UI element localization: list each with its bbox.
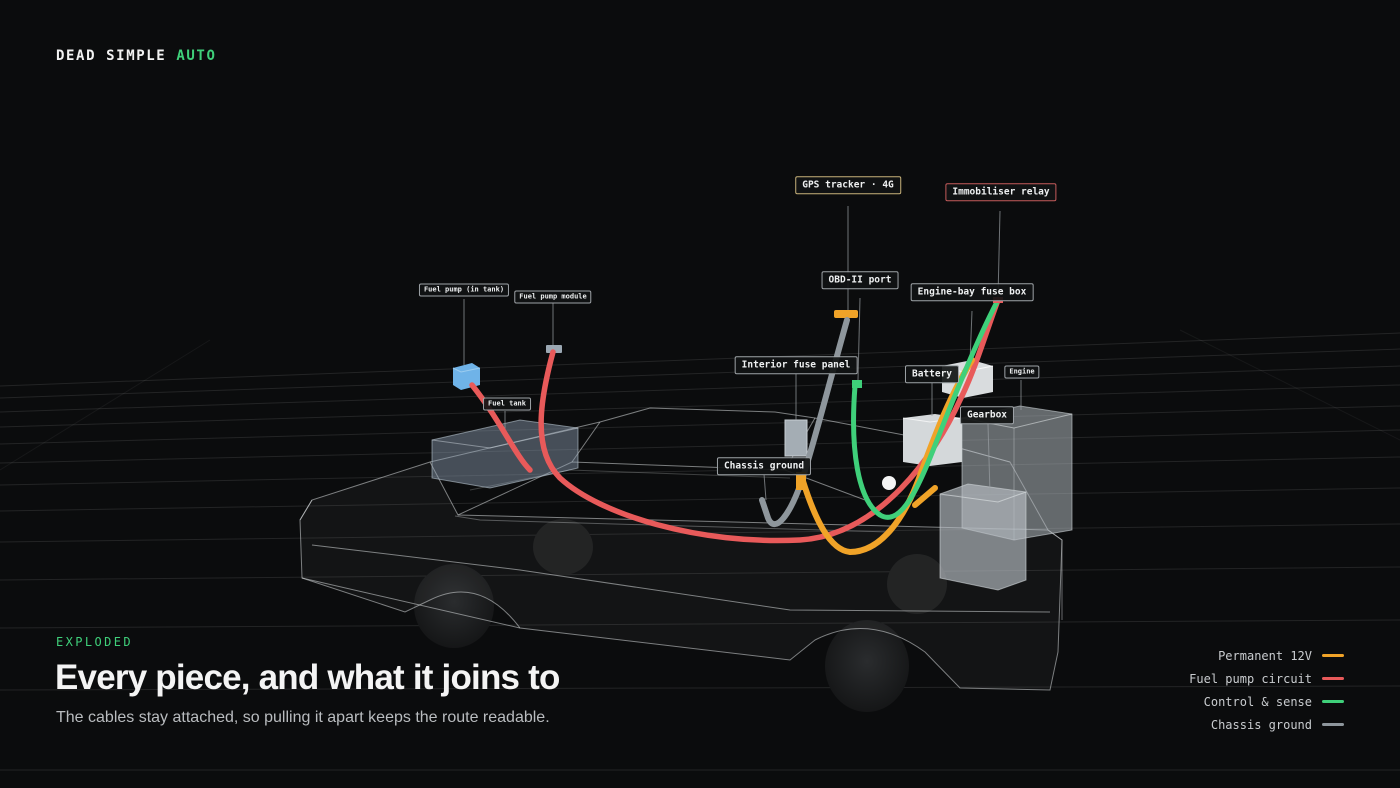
callout-fuel-pump-module[interactable]: Fuel pump module [514,290,592,304]
page-title: Every piece, and what it joins to [55,658,560,697]
callout-gps-tracker[interactable]: GPS tracker · 4G [795,176,901,194]
brand-name: DEAD SIMPLE [56,48,167,64]
legend-item-chassis-ground: Chassis ground [1211,716,1344,733]
legend-item-fuel-pump-circuit: Fuel pump circuit [1189,670,1344,687]
callout-immobiliser-relay[interactable]: Immobiliser relay [945,183,1057,201]
callout-interior-fuse-panel[interactable]: Interior fuse panel [734,356,858,374]
callout-fuel-tank[interactable]: Fuel tank [483,397,531,411]
ground-junction [882,476,896,490]
permanent-12v-cable [799,357,975,556]
legend-item-control-sense: Control & sense [1204,693,1344,710]
fuel-pump-cable-from-pump [469,382,533,473]
legend-label: Fuel pump circuit [1189,671,1312,686]
section-eyebrow: EXPLODED [56,635,133,649]
legend-swatch [1322,700,1344,703]
floor-grid [0,329,1400,771]
callout-battery[interactable]: Battery [904,365,960,383]
permanent-12v-stub [912,485,938,508]
callout-fuel-pump-in-tank[interactable]: Fuel pump (in tank) [418,283,510,297]
cable-legend: Permanent 12V Fuel pump circuit Control … [1189,647,1344,733]
brand-logo[interactable]: DEAD SIMPLE AUTO [56,48,216,64]
legend-label: Chassis ground [1210,717,1312,732]
fuel-pump-cable-from-module [538,297,1001,544]
callout-engine-bay-fuse-box[interactable]: Engine-bay fuse box [910,283,1034,301]
legend-item-permanent-12v: Permanent 12V [1218,647,1344,664]
legend-swatch [1322,677,1344,680]
page-subtitle: The cables stay attached, so pulling it … [56,709,550,726]
callout-obd-port[interactable]: OBD-II port [821,271,899,289]
control-sense-cable [851,297,1001,520]
legend-swatch [1322,654,1344,657]
legend-label: Permanent 12V [1218,648,1312,663]
legend-swatch [1322,723,1344,726]
callout-chassis-ground[interactable]: Chassis ground [716,457,812,475]
callout-engine[interactable]: Engine [1004,365,1040,379]
callout-gearbox[interactable]: Gearbox [959,406,1015,424]
legend-label: Control & sense [1203,694,1312,709]
brand-accent: AUTO [176,48,217,64]
car-wheels [414,519,947,712]
